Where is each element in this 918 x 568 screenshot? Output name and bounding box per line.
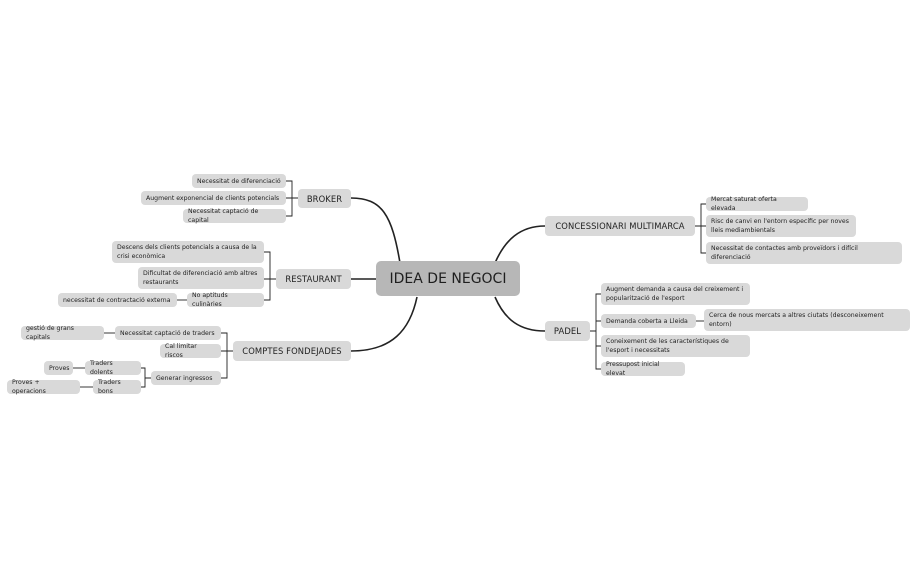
padel-item-label: Augment demanda a causa del creixement i… (606, 286, 744, 302)
comptes-item[interactable]: Cal limitar riscos (160, 343, 221, 359)
generar-child[interactable]: Traders dolents (85, 360, 141, 376)
bons-child-label: Proves + operacions (12, 379, 46, 395)
line-padel (494, 296, 546, 332)
broker-item-label: Necessitat captació de capital (188, 208, 259, 224)
bons-child[interactable]: Proves + operacions (7, 379, 80, 395)
line-broker (350, 197, 401, 264)
branch-comptes-label: COMPTES FONDEJADES (242, 346, 342, 356)
line-comptes-subs (221, 332, 233, 379)
branch-padel[interactable]: PADEL (545, 321, 590, 341)
branch-padel-label: PADEL (553, 326, 582, 336)
broker-item-label: Augment exponencial de clients potencial… (146, 194, 280, 202)
line-concessionari (494, 225, 546, 264)
central-topic-label: IDEA DE NEGOCI (389, 270, 507, 287)
no-aptituds-child-label: necessitat de contractació externa (63, 296, 171, 304)
branch-concessionari-label: CONCESSIONARI MULTIMARCA (555, 221, 685, 231)
concessionari-item-label: Risc de canvi en l'entorn específic per … (711, 218, 849, 234)
no-aptituds-child[interactable]: necessitat de contractació externa (58, 293, 177, 307)
branch-comptes-fondejades[interactable]: COMPTES FONDEJADES (233, 341, 351, 361)
dolents-child[interactable]: Proves (44, 361, 73, 375)
padel-item-label: Coneixement de les característiques de l… (606, 338, 729, 354)
generar-child[interactable]: Traders bons (93, 379, 141, 395)
comptes-item[interactable]: Necessitat captació de traders (115, 326, 221, 340)
generar-child-label: Traders dolents (90, 360, 113, 376)
comptes-item-label: Necessitat captació de traders (120, 329, 215, 337)
branch-concessionari[interactable]: CONCESSIONARI MULTIMARCA (545, 216, 695, 236)
line-generar-subs (141, 367, 151, 388)
line-concessionari-subs (695, 203, 706, 254)
restaurant-item[interactable]: Dificultat de diferenciació amb altres r… (138, 267, 264, 289)
padel-item-label: Demanda coberta a Lleida (606, 317, 688, 325)
concessionari-item[interactable]: Mercat saturat oferta elevada (706, 196, 808, 212)
line-broker-subs (286, 180, 298, 217)
line-padel-subs (590, 293, 601, 370)
dolents-child-label: Proves (49, 364, 70, 372)
generar-child-label: Traders bons (98, 379, 121, 395)
comptes-item-label: Generar ingressos (156, 374, 213, 382)
branch-broker[interactable]: BROKER (298, 189, 351, 208)
restaurant-item[interactable]: No aptituds culinàries (187, 292, 264, 308)
central-topic[interactable]: IDEA DE NEGOCI (376, 261, 520, 296)
broker-item-label: Necessitat de diferenciació (197, 177, 281, 185)
padel-item[interactable]: Pressupost inicial elevat (601, 361, 685, 377)
broker-item[interactable]: Augment exponencial de clients potencial… (141, 191, 286, 205)
demanda-child[interactable]: Cerca de nous mercats a altres ciutats (… (704, 309, 910, 331)
padel-item[interactable]: Demanda coberta a Lleida (601, 314, 696, 328)
demanda-child-label: Cerca de nous mercats a altres ciutats (… (709, 312, 884, 328)
concessionari-item-label: Mercat saturat oferta elevada (711, 196, 777, 212)
restaurant-item-label: Dificultat de diferenciació amb altres r… (143, 270, 258, 286)
restaurant-item-label: No aptituds culinàries (192, 292, 228, 308)
padel-item[interactable]: Coneixement de les característiques de l… (601, 335, 750, 357)
comptes-item[interactable]: Generar ingressos (151, 371, 221, 385)
branch-restaurant-label: RESTAURANT (285, 274, 342, 284)
line-restaurant-subs (264, 251, 276, 301)
captacio-child[interactable]: gestió de grans capitals (21, 325, 104, 341)
concessionari-item-label: Necessitat de contactes amb proveïdors i… (711, 245, 858, 261)
branch-broker-label: BROKER (306, 193, 343, 204)
captacio-child-label: gestió de grans capitals (26, 325, 74, 341)
padel-item-label: Pressupost inicial elevat (606, 361, 660, 377)
broker-item[interactable]: Necessitat captació de capital (183, 208, 286, 224)
comptes-item-label: Cal limitar riscos (165, 343, 197, 359)
restaurant-item-label: Descens dels clients potencials a causa … (117, 244, 257, 260)
branch-restaurant[interactable]: RESTAURANT (276, 269, 351, 289)
concessionari-item[interactable]: Necessitat de contactes amb proveïdors i… (706, 242, 902, 264)
broker-item[interactable]: Necessitat de diferenciació (192, 174, 286, 188)
line-comptes (350, 296, 418, 352)
padel-item[interactable]: Augment demanda a causa del creixement i… (601, 283, 750, 305)
concessionari-item[interactable]: Risc de canvi en l'entorn específic per … (706, 215, 856, 237)
restaurant-item[interactable]: Descens dels clients potencials a causa … (112, 241, 264, 263)
